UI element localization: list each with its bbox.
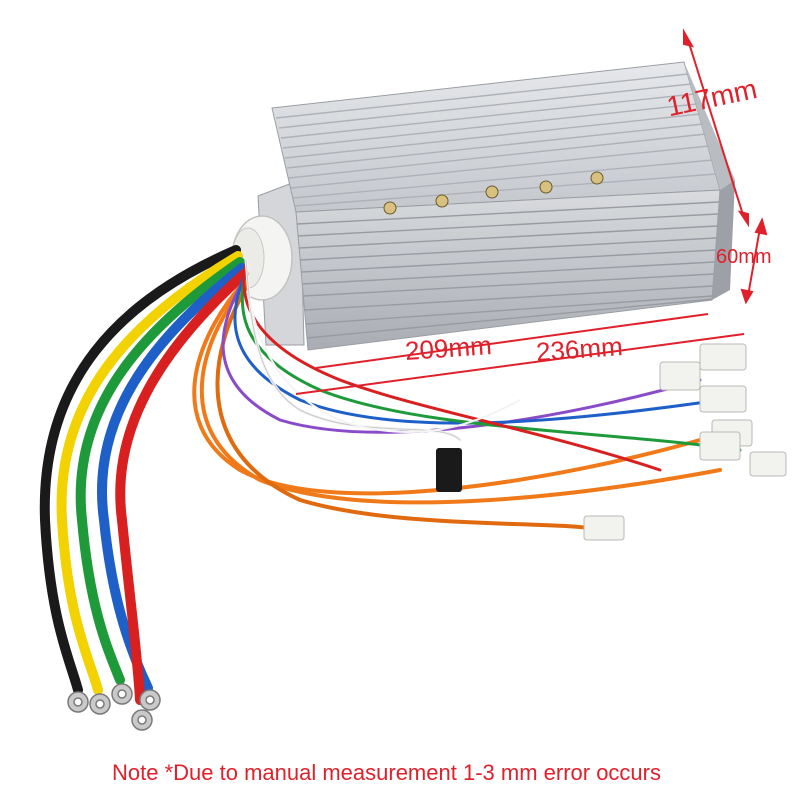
- dimension-arrows: [295, 28, 768, 395]
- depth-dimension-label: 60mm: [716, 246, 772, 268]
- total-length-dimension-label: 236mm: [535, 331, 624, 367]
- measurement-note: Note *Due to manual measurement 1-3 mm e…: [112, 760, 661, 785]
- connector-plugs: [436, 343, 787, 541]
- cable-bundle: [39, 245, 742, 705]
- ring-terminals: [67, 683, 161, 731]
- body-length-dimension-label: 209mm: [404, 330, 493, 366]
- motor-controller-housing: [231, 61, 735, 351]
